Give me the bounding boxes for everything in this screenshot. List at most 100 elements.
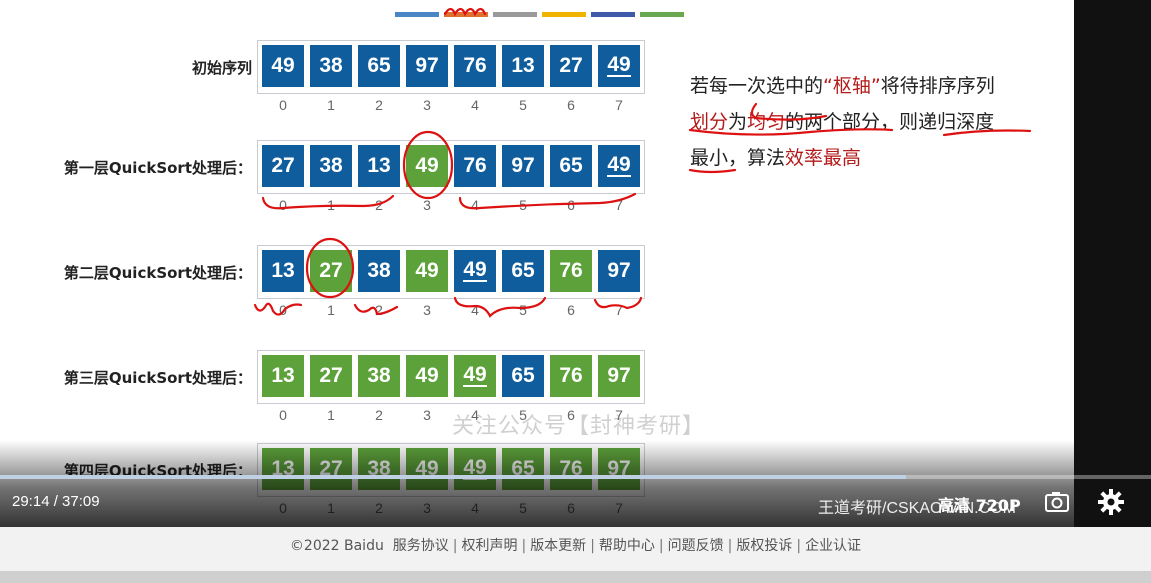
progress-bar-fill (0, 475, 906, 479)
index-label: 3 (423, 97, 431, 113)
quality-button[interactable]: 高清 720P (938, 496, 1021, 515)
array-cell: 65 (502, 250, 544, 292)
array-cell: 76 (454, 145, 496, 187)
cell-value: 65 (559, 154, 583, 177)
cell-value: 97 (607, 259, 631, 282)
array-cell: 97 (598, 250, 640, 292)
array-cell: 97 (406, 45, 448, 87)
index-label: 0 (279, 197, 287, 213)
index-label: 6 (567, 97, 575, 113)
array-cell: 76 (550, 250, 592, 292)
footer-separator: | (521, 538, 527, 554)
cell-value: 13 (271, 259, 295, 282)
index-label: 3 (423, 407, 431, 423)
watermark: 关注公众号【封神考研】 (452, 414, 706, 439)
legend-swatch (542, 12, 586, 17)
array-cell: 65 (550, 145, 592, 187)
footer-link[interactable]: 服务协议 (392, 538, 449, 554)
note-text: 的两个部分，则 (785, 111, 919, 133)
index-label: 1 (327, 407, 335, 423)
index-label: 0 (279, 407, 287, 423)
cell-value: 97 (415, 54, 439, 77)
cell-value: 13 (271, 364, 295, 387)
footer-link[interactable]: 帮助中心 (598, 538, 655, 554)
cell-value: 49 (463, 258, 487, 282)
note-highlight: 均匀 (747, 111, 786, 133)
legend-swatch (444, 12, 488, 17)
array-cell: 97 (598, 355, 640, 397)
array-cell: 49 (406, 250, 448, 292)
note-text: ，算法 (728, 147, 786, 169)
array-cell: 13 (358, 145, 400, 187)
index-label: 4 (471, 97, 479, 113)
cell-value: 49 (607, 153, 631, 177)
row-label: 第一层QuickSort处理后： (63, 159, 252, 177)
page-footer: ©2022 Baidu 服务协议|权利声明|版本更新|帮助中心|问题反馈|版权投… (0, 527, 1151, 571)
note-text: 为 (728, 111, 748, 133)
cell-value: 27 (271, 154, 295, 177)
index-label: 6 (567, 302, 575, 318)
footer-link[interactable]: 问题反馈 (667, 538, 724, 554)
array-cell: 49 (406, 145, 448, 187)
cell-value: 27 (559, 54, 583, 77)
array-cell: 13 (262, 355, 304, 397)
index-label: 1 (327, 97, 335, 113)
cell-value: 49 (271, 54, 295, 77)
array-cell: 65 (358, 45, 400, 87)
slide-note: 若每一次选中的“枢轴”将待排序序列 划分为均匀的两个部分，则递归深度 最小，算法… (690, 68, 1050, 176)
index-label: 5 (519, 97, 527, 113)
gear-icon[interactable] (1097, 488, 1125, 516)
camera-icon[interactable] (1044, 489, 1070, 515)
index-label: 1 (327, 197, 335, 213)
index-label: 6 (567, 407, 575, 423)
cell-value: 38 (367, 259, 391, 282)
note-text: 最小 (690, 147, 729, 169)
row-label: 第二层QuickSort处理后： (63, 264, 252, 282)
array-cell: 76 (550, 355, 592, 397)
legend-swatch (640, 12, 684, 17)
copyright-text: ©2022 Baidu (289, 538, 384, 554)
channel-watermark: 王道考研/CSKAOYAN.COM (818, 500, 1016, 517)
footer-link[interactable]: 权利声明 (461, 538, 518, 554)
legend-swatch (591, 12, 635, 17)
footer-separator: | (452, 538, 458, 554)
cell-value: 49 (415, 364, 439, 387)
index-label: 7 (615, 97, 623, 113)
cell-value: 49 (607, 53, 631, 77)
cell-value: 76 (463, 54, 487, 77)
index-label: 5 (519, 302, 527, 318)
legend-swatch (395, 12, 439, 17)
cell-value: 65 (511, 364, 535, 387)
cell-value: 13 (367, 154, 391, 177)
note-highlight: 划分 (690, 111, 729, 133)
note-highlight-pivot: “枢轴” (823, 75, 881, 97)
index-label: 2 (375, 407, 383, 423)
index-label: 2 (375, 97, 383, 113)
cell-value: 38 (319, 54, 343, 77)
array-cell: 27 (310, 355, 352, 397)
footer-link[interactable]: 企业认证 (805, 538, 862, 554)
cell-value: 65 (367, 54, 391, 77)
cell-value: 76 (559, 259, 583, 282)
cell-value: 27 (319, 364, 343, 387)
footer-link[interactable]: 版本更新 (530, 538, 587, 554)
cell-value: 27 (319, 259, 343, 282)
progress-bar[interactable] (0, 475, 1151, 479)
array-cell: 49 (406, 355, 448, 397)
bottom-strip (0, 571, 1151, 583)
array-cell: 38 (358, 250, 400, 292)
array-cell: 38 (310, 45, 352, 87)
array-cell: 27 (550, 45, 592, 87)
index-label: 5 (519, 407, 527, 423)
index-label: 6 (567, 197, 575, 213)
array-cell: 38 (358, 355, 400, 397)
note-text: 递归深度 (918, 111, 995, 133)
array-cell: 13 (502, 45, 544, 87)
index-label: 1 (327, 302, 335, 318)
array-cell: 76 (454, 45, 496, 87)
cell-value: 38 (367, 364, 391, 387)
footer-link[interactable]: 版权投诉 (736, 538, 793, 554)
index-label: 3 (423, 197, 431, 213)
index-label: 2 (375, 302, 383, 318)
